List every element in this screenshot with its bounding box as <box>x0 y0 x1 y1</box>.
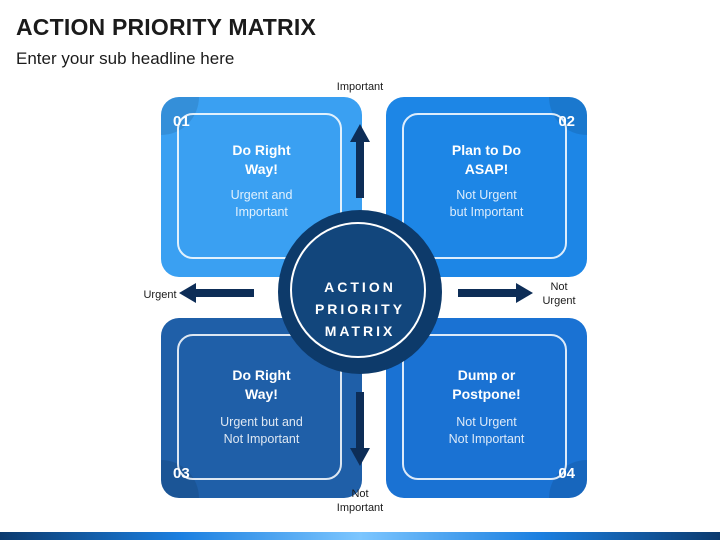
quadrant-heading: Dump or Postpone! <box>386 366 587 404</box>
quadrant-heading-line2: Way! <box>245 386 278 402</box>
axis-label-right-line2: Urgent <box>542 295 576 307</box>
axis-label-top: Important <box>336 81 384 93</box>
quadrant-number: 04 <box>558 465 575 482</box>
quadrant-heading: Do Right Way! <box>161 141 362 179</box>
quadrant-description-line1: Urgent but and <box>220 415 303 429</box>
quadrant-description: Urgent but and Not Important <box>161 414 362 448</box>
axis-label-bottom-line2: Important <box>336 502 384 514</box>
quadrant-description: Urgent and Important <box>161 187 362 221</box>
axis-label-bottom: Not Important <box>320 487 400 515</box>
quadrant-heading-line1: Do Right <box>232 367 291 383</box>
axis-label-left: Urgent <box>143 289 177 301</box>
axis-label-right-line1: Not <box>550 281 568 293</box>
center-label-line1: ACTION <box>324 279 396 295</box>
quadrant-description-line2: Not Important <box>448 432 525 446</box>
page-title: ACTION PRIORITY MATRIX <box>16 14 316 40</box>
quadrant-heading-line1: Dump or <box>457 367 516 383</box>
quadrant-description: Not Urgent Not Important <box>386 414 587 448</box>
quadrant-heading: Do Right Way! <box>161 366 362 404</box>
quadrant-description-line1: Not Urgent <box>456 188 517 202</box>
arrow-left-icon <box>179 283 254 303</box>
quadrant-description-line1: Urgent and <box>230 188 293 202</box>
arrow-down-icon <box>350 392 370 466</box>
quadrant-heading-line2: Way! <box>245 161 278 177</box>
quadrant-inner-frame <box>402 334 567 480</box>
center-circle: ACTION PRIORITY MATRIX <box>278 210 442 374</box>
arrow-up-icon <box>350 124 370 198</box>
center-label: ACTION PRIORITY MATRIX <box>292 276 428 342</box>
quadrant-inner-frame <box>402 113 567 259</box>
quadrant-inner-frame <box>177 113 342 259</box>
quadrant-heading-line2: ASAP! <box>464 161 509 177</box>
quadrant-heading-line1: Plan to Do <box>451 142 522 158</box>
axis-label-bottom-line1: Not <box>351 488 369 500</box>
quadrant-number: 02 <box>558 113 575 130</box>
quadrant-inner-frame <box>177 334 342 480</box>
axis-label-right: Not Urgent <box>530 280 588 308</box>
quadrant-description-line1: Not Urgent <box>456 415 517 429</box>
center-label-line2: PRIORITY <box>314 301 406 317</box>
bottom-accent-bar <box>0 532 720 540</box>
quadrant-heading: Plan to Do ASAP! <box>386 141 587 179</box>
page-subtitle: Enter your sub headline here <box>16 49 235 68</box>
quadrant-heading-line2: Postpone! <box>452 386 521 402</box>
arrow-right-icon <box>458 283 533 303</box>
quadrant-description: Not Urgent but Important <box>386 187 587 221</box>
center-label-line3: MATRIX <box>324 323 396 339</box>
quadrant-description-line2: but Important <box>449 205 524 219</box>
quadrant-heading-line1: Do Right <box>232 142 291 158</box>
center-inner-circle: ACTION PRIORITY MATRIX <box>290 222 426 358</box>
quadrant-description-line2: Important <box>235 205 288 219</box>
quadrant-description-line2: Not Important <box>223 432 300 446</box>
quadrant-number: 03 <box>173 465 190 482</box>
quadrant-number: 01 <box>173 113 190 130</box>
quadrant-01: 01 Do Right Way! Urgent and Important <box>161 97 362 277</box>
